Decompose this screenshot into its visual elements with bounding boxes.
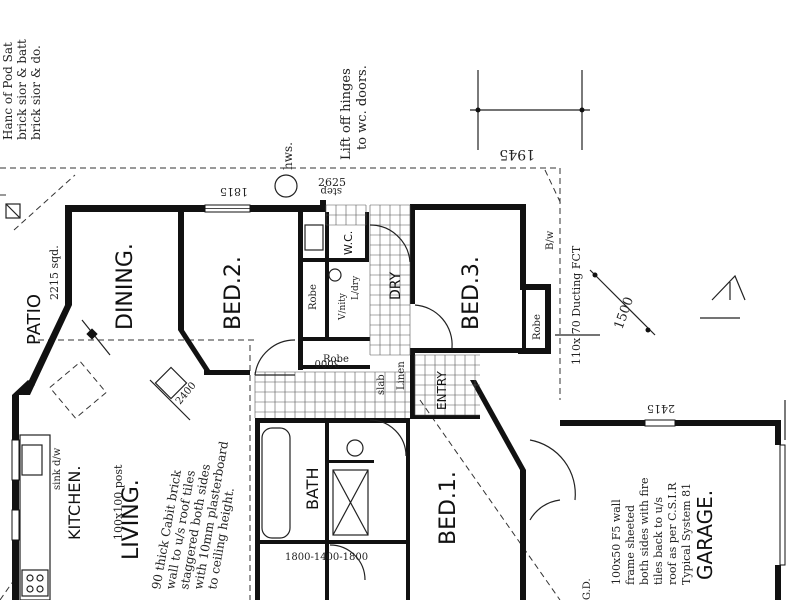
door-swings	[81, 224, 576, 581]
room-patio: PATIO	[24, 294, 45, 345]
tiled-floor	[254, 204, 480, 418]
note-lift-off-2: to wc. doors.	[355, 65, 370, 150]
dim-2625: 2625	[318, 176, 346, 189]
room-dry: DRY	[388, 271, 404, 300]
windows	[11, 204, 786, 566]
fixtures	[5, 174, 369, 597]
note-top-left-2: brick sior & batt	[15, 39, 29, 140]
room-bed3: BED.3.	[459, 256, 484, 330]
internal-walls	[19, 204, 526, 600]
room-labels: DINING. BED.2. BED.3. BED.1. LIVING. KIT…	[24, 230, 717, 600]
room-bath: BATH	[303, 468, 322, 510]
note-post: 100x100 post	[112, 464, 125, 540]
room-living: LIVING.	[119, 479, 144, 560]
room-bed1: BED.1.	[436, 471, 461, 545]
note-sink: sink d/w	[52, 447, 63, 490]
room-robe-a: Robe	[308, 284, 319, 310]
note-garage-5: roof as per C.S.I.R	[666, 482, 679, 585]
room-wc: W.C.	[342, 231, 355, 255]
setout-lines	[470, 70, 786, 440]
dim-1815: 1815	[220, 185, 248, 198]
note-hws: hws.	[281, 142, 295, 170]
room-bw: B/w	[545, 230, 556, 250]
note-garage-1: 100x50 F5 wall	[610, 499, 623, 585]
room-entry: ENTRY	[435, 371, 449, 410]
north-arrow-icon	[700, 274, 746, 319]
room-linen: Linen	[396, 361, 407, 390]
room-dining: DINING.	[113, 243, 138, 330]
note-ducting: 110x 70 Ducting FCT	[570, 245, 583, 365]
note-top-left-1: Hanc of Pod Sat	[1, 42, 15, 140]
dim-2415: 2415	[647, 402, 675, 415]
note-garage-3: both sides with fire	[638, 477, 651, 585]
dim-1945: 1945	[499, 146, 535, 162]
note-step: step	[321, 185, 342, 196]
note-lift-off-1: Lift off hinges	[339, 68, 354, 160]
dim-3000: 3000	[315, 357, 340, 368]
note-top-left-3: brick sior & do.	[29, 45, 43, 140]
dim-2215: 2215 sqd.	[48, 245, 61, 300]
room-gd: G.D.	[582, 578, 593, 600]
dim-bath: 1800-1400-1800	[285, 552, 368, 563]
note-garage-4: tiles back to u/s	[652, 497, 665, 585]
room-bed2: BED.2.	[221, 256, 246, 330]
room-vanity: V/nity	[338, 292, 348, 321]
dim-2400: 2400	[174, 380, 199, 407]
note-garage-2: frame sheeted	[624, 505, 637, 585]
room-kitchen: KITCHEN.	[65, 466, 84, 540]
note-garage-6: Typical System 81	[680, 483, 693, 585]
room-ldry: L/dry	[351, 275, 361, 300]
note-slab: slab	[376, 374, 387, 395]
room-garage: GARAGE.	[693, 490, 717, 580]
room-robe-b: Robe	[532, 314, 543, 340]
room-robe-c: Robe	[323, 354, 349, 365]
eave-lines	[0, 167, 563, 600]
